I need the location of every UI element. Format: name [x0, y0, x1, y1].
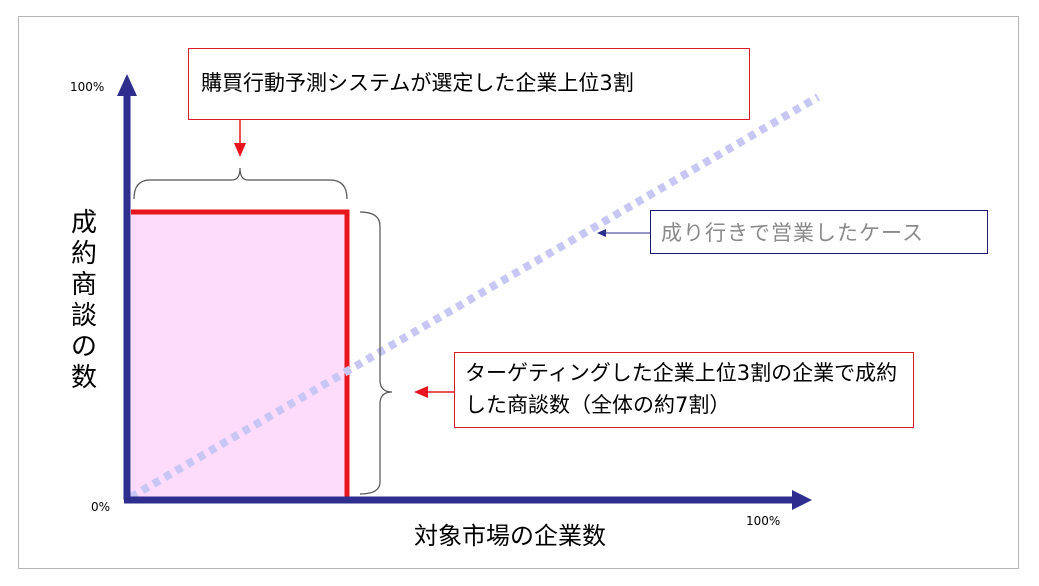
right-brace — [359, 211, 393, 495]
y-axis-title: 成約商談の数 — [70, 208, 97, 393]
right-box-arrowhead — [414, 386, 428, 398]
baseline-annotation-box: 成り行きで営業したケース — [650, 210, 988, 254]
baseline-diagonal — [128, 93, 821, 501]
top-box-arrowhead — [234, 143, 246, 157]
top-brace — [133, 167, 348, 200]
y-max-label: 100% — [70, 80, 105, 94]
blue-box-arrowhead — [597, 229, 606, 237]
x-axis-arrowhead — [792, 490, 812, 510]
top-annotation-box: 購買行動予測システムが選定した企業上位3割 — [188, 48, 750, 120]
y-axis-arrowhead — [117, 74, 137, 96]
x-axis-title: 対象市場の企業数 — [414, 522, 606, 550]
highlight-region — [131, 212, 347, 497]
highlight-border — [131, 209, 350, 497]
diagram-frame — [18, 16, 1019, 569]
origin-label: 0% — [91, 500, 111, 514]
x-max-label: 100% — [746, 514, 781, 528]
right-annotation-box: ターゲティングした企業上位3割の企業で成約した商談数（全体の約7割） — [454, 352, 914, 428]
